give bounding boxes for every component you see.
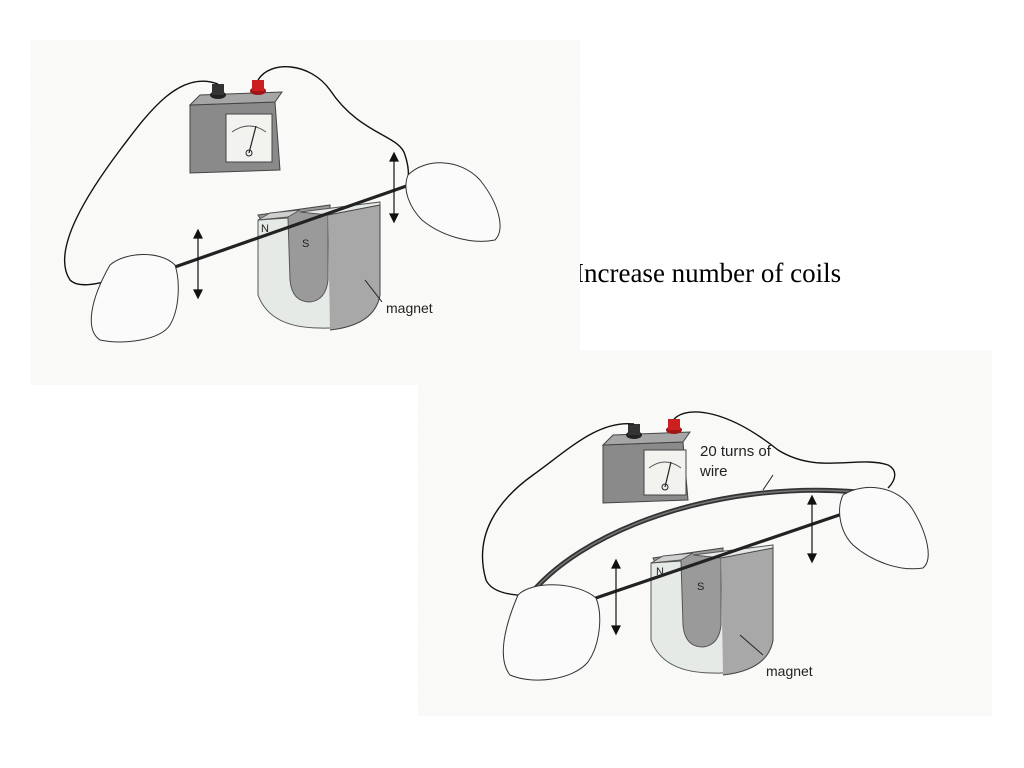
left-hand bbox=[90, 254, 179, 343]
up-down-arrow-right-icon bbox=[807, 494, 817, 564]
conductor-wire bbox=[171, 181, 416, 270]
conductor-wire bbox=[589, 510, 849, 602]
horseshoe-magnet: N S bbox=[257, 201, 381, 331]
pole-south-label: S bbox=[697, 581, 704, 593]
up-down-arrow-left-icon bbox=[193, 228, 203, 300]
red-terminal bbox=[666, 419, 682, 434]
wire-coil-highlight bbox=[525, 489, 859, 601]
right-hand bbox=[405, 162, 501, 242]
magnet-label: magnet bbox=[386, 300, 433, 316]
magnet-label-leader bbox=[739, 634, 764, 656]
lead-wire-right bbox=[257, 66, 410, 183]
lead-wire-left bbox=[481, 422, 635, 597]
coil-label-line2: wire bbox=[699, 463, 728, 480]
single-wire-diagram: N S magnet bbox=[30, 40, 580, 385]
lead-wire-right bbox=[673, 411, 896, 489]
right-hand bbox=[839, 486, 929, 570]
galvanometer bbox=[188, 80, 283, 174]
pole-north-label: N bbox=[656, 566, 664, 578]
black-terminal bbox=[626, 424, 642, 439]
pole-north-label: N bbox=[261, 223, 269, 235]
horseshoe-magnet: N S bbox=[650, 544, 774, 676]
left-hand bbox=[502, 584, 601, 681]
red-terminal bbox=[250, 80, 266, 95]
magnet-label-leader bbox=[364, 279, 383, 303]
coil-wire-diagram: 20 turns of wire N S magnet bbox=[418, 350, 992, 716]
magnet-label: magnet bbox=[766, 663, 813, 679]
coil-label-leader bbox=[762, 474, 774, 491]
black-terminal bbox=[210, 84, 226, 99]
pole-south-label: S bbox=[302, 238, 309, 250]
coil-label-line1: 20 turns of bbox=[700, 443, 772, 460]
slide-caption: 1. Increase number of coils bbox=[548, 258, 842, 288]
up-down-arrow-right-icon bbox=[389, 151, 399, 224]
galvanometer bbox=[601, 419, 691, 504]
up-down-arrow-left-icon bbox=[611, 558, 621, 636]
